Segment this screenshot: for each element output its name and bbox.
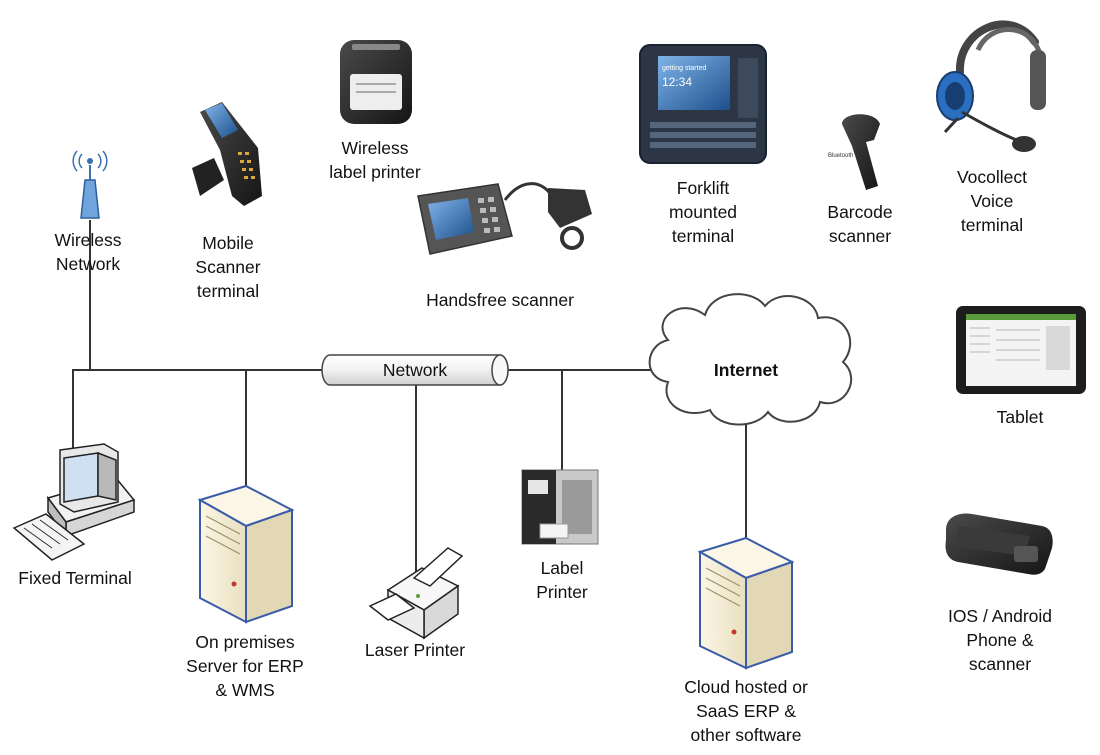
wireless-label-printer-icon (340, 40, 412, 124)
vocollect-label: Vocollect Voice terminal (956, 167, 1028, 235)
phone-scanner-icon (945, 513, 1053, 575)
laser-printer-label: Laser Printer (364, 640, 466, 660)
cloud-server-label: Cloud hosted or SaaS ERP & other softwar… (684, 677, 808, 745)
forklift-screen-text: getting started (662, 65, 706, 72)
fixed-terminal-icon (12, 443, 136, 561)
fixed-terminal-label: Fixed Terminal (18, 568, 132, 588)
barcode-brand-text: Bluetooth (828, 153, 853, 159)
internet-label: Internet (713, 360, 779, 380)
wireless-label-printer-label: Wireless label printer (329, 138, 421, 182)
cloud-server-icon (697, 536, 795, 670)
internet-cloud (648, 293, 853, 426)
laser-printer-icon (368, 547, 464, 640)
handsfree-scanner-label: Handsfree scanner (426, 290, 574, 310)
network-label: Network (382, 360, 448, 380)
forklift-time-text: 12:34 (662, 75, 692, 89)
label-printer-label: Label Printer (536, 558, 588, 602)
tablet-label: Tablet (996, 407, 1044, 427)
forklift-terminal-label: Forklift mounted terminal (668, 178, 738, 246)
label-printer-icon (521, 469, 599, 545)
mobile-scanner-label: Mobile Scanner terminal (195, 233, 261, 301)
onprem-server-label: On premises Server for ERP & WMS (186, 632, 304, 700)
mobile-scanner-icon (192, 102, 262, 206)
handsfree-scanner-icon (417, 182, 592, 255)
connection-lines (72, 220, 747, 612)
tablet-icon (956, 306, 1086, 394)
barcode-scanner-icon: Bluetooth (828, 114, 880, 190)
network-pipe (321, 354, 509, 386)
wireless-network-label: Wireless Network (54, 230, 122, 274)
onprem-server-icon (197, 484, 295, 624)
vocollect-headset-icon (936, 20, 1046, 152)
phone-scanner-label: IOS / Android Phone & scanner (947, 606, 1053, 674)
forklift-terminal-icon: getting started 12:34 (639, 44, 767, 164)
barcode-scanner-label: Barcode scanner (827, 202, 893, 246)
wireless-antenna-icon (72, 150, 108, 219)
